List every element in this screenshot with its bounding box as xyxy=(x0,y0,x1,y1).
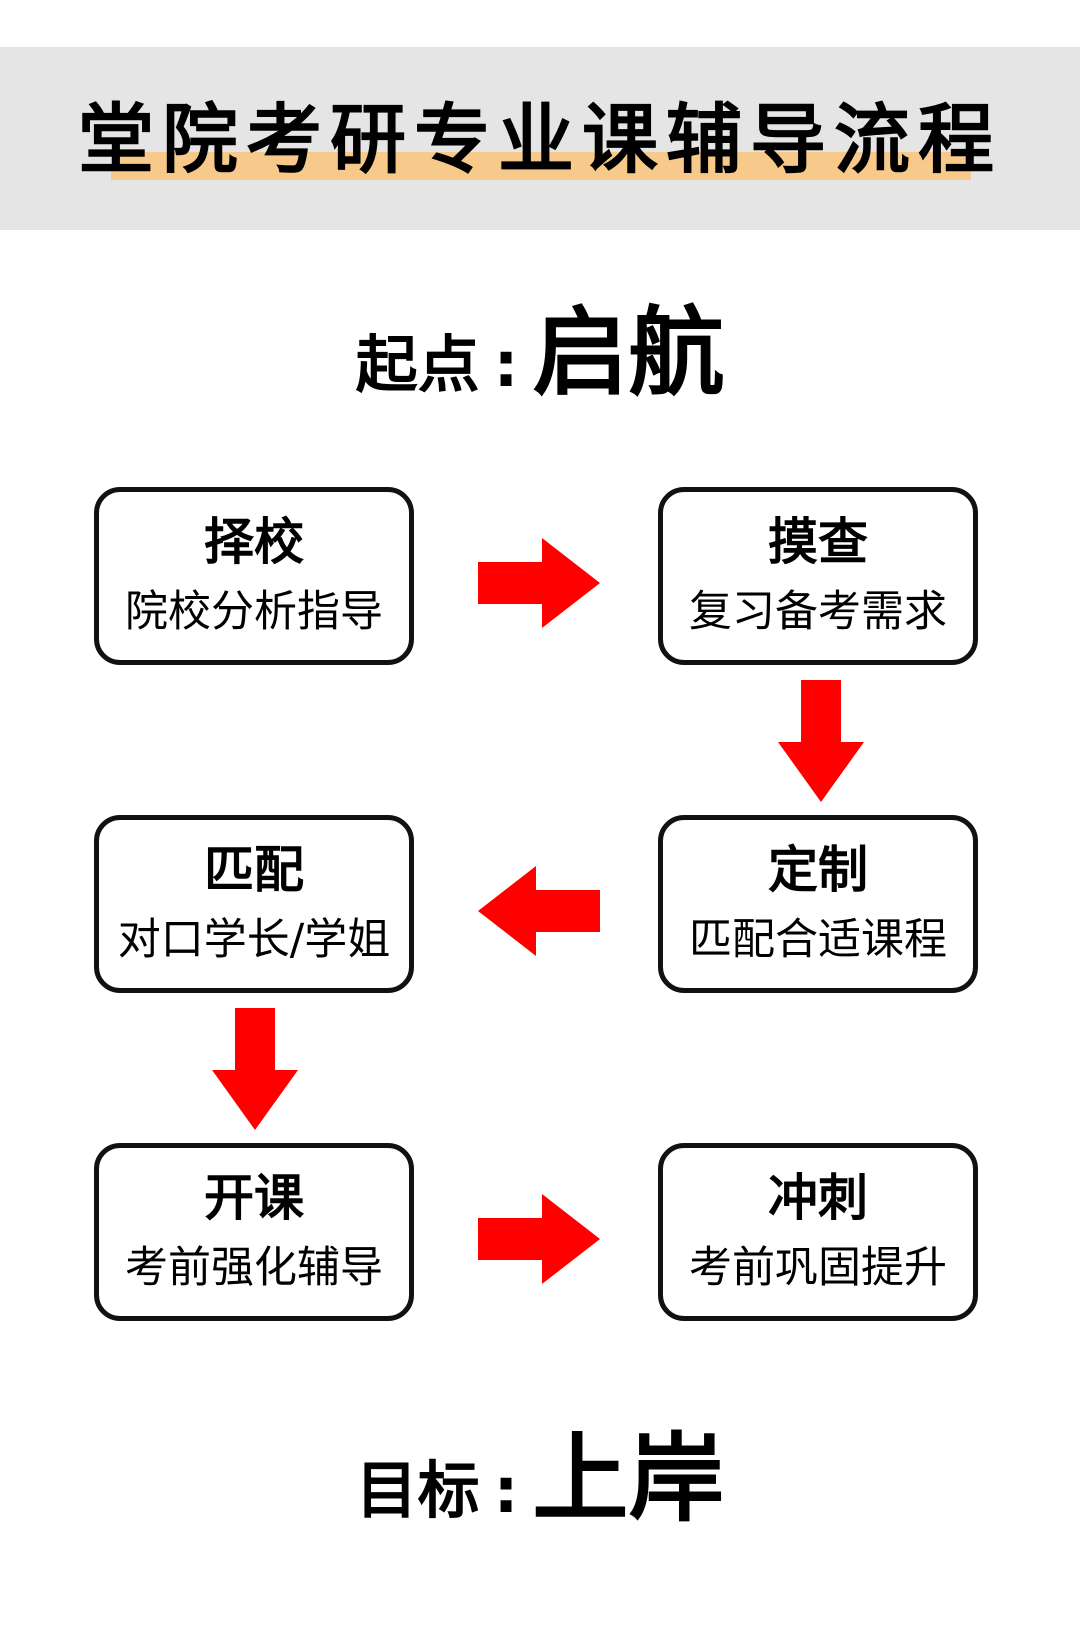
goal-colon: : xyxy=(493,1454,519,1527)
goal-milestone: 目标:上岸 xyxy=(0,1414,1080,1572)
step-box-select-school: 择校 院校分析指导 xyxy=(94,487,414,665)
step-title: 摸查 xyxy=(768,513,868,571)
start-colon: : xyxy=(493,328,519,401)
step-subtitle: 匹配合适课程 xyxy=(689,915,947,965)
step-subtitle: 对口学长/学姐 xyxy=(117,915,391,965)
step-subtitle: 院校分析指导 xyxy=(125,587,383,637)
step-box-survey: 摸查 复习备考需求 xyxy=(658,487,978,665)
page-title: 堂院考研专业课辅导流程 xyxy=(78,95,1002,184)
arrow-down-icon xyxy=(778,680,864,802)
arrow-right-icon xyxy=(478,538,600,628)
goal-value: 上岸 xyxy=(532,1423,725,1535)
title-block: 堂院考研专业课辅导流程 xyxy=(0,90,1080,190)
step-title: 冲刺 xyxy=(768,1169,868,1227)
step-box-customize: 定制 匹配合适课程 xyxy=(658,815,978,993)
start-milestone: 起点:启航 xyxy=(0,288,1080,446)
step-title: 定制 xyxy=(768,841,868,899)
start-label: 起点 xyxy=(355,328,480,401)
start-value: 启航 xyxy=(532,297,725,409)
step-box-match: 匹配 对口学长/学姐 xyxy=(94,815,414,993)
step-title: 匹配 xyxy=(204,841,304,899)
title-highlight xyxy=(111,152,971,180)
arrow-down-icon xyxy=(212,1008,298,1130)
arrow-right-icon xyxy=(478,1194,600,1284)
step-title: 开课 xyxy=(204,1169,304,1227)
step-subtitle: 考前巩固提升 xyxy=(689,1243,947,1293)
goal-label: 目标 xyxy=(355,1454,480,1527)
step-box-start-class: 开课 考前强化辅导 xyxy=(94,1143,414,1321)
step-subtitle: 复习备考需求 xyxy=(689,587,947,637)
header-band xyxy=(0,47,1080,230)
step-title: 择校 xyxy=(204,513,304,571)
step-box-sprint: 冲刺 考前巩固提升 xyxy=(658,1143,978,1321)
arrow-left-icon xyxy=(478,866,600,956)
step-subtitle: 考前强化辅导 xyxy=(125,1243,383,1293)
